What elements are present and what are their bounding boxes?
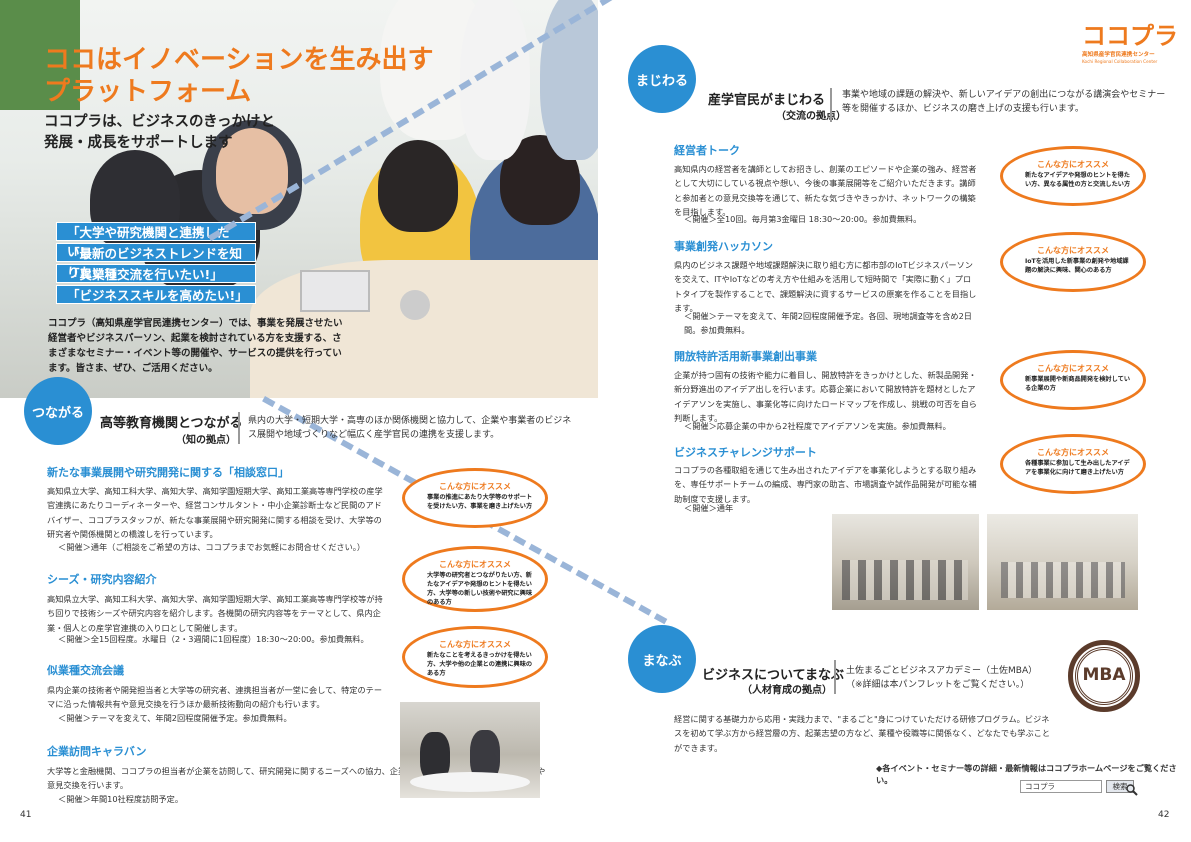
tsunagaru-desc: 県内の大学・短期大学・高専のほか関係機関と協力して、企業や事業者のビジネス展開や… bbox=[248, 416, 572, 440]
left-section-1-title: 新たな事業展開や研究開発に関する「相談窓口」 bbox=[47, 466, 289, 479]
tsunagaru-circle: つながる bbox=[24, 377, 92, 445]
manabu-divider bbox=[834, 660, 836, 694]
left-section-4-title: 企業訪問キャラバン bbox=[47, 745, 147, 758]
recommend-bubble-3: こんな方にオススメ 新たなことを考えるきっかけを得たい方、大学や他の企業との連携… bbox=[402, 626, 548, 688]
page-number-right: 42 bbox=[1158, 810, 1170, 820]
right-section-3-title: 開放特許活用新事業創出事業 bbox=[674, 350, 817, 363]
page-number-left: 41 bbox=[20, 810, 32, 820]
recommend-bubble-4-title: こんな方にオススメ bbox=[1037, 160, 1109, 169]
logo-en: Kochi Regional Collaboration Center bbox=[1082, 59, 1158, 64]
recommend-bubble-4: こんな方にオススメ 新たなアイデアや発想のヒントを得たい方、異なる属性の方と交流… bbox=[1000, 146, 1146, 206]
logo: ココプラ 高知県産学官民連携センター Kochi Regional Collab… bbox=[1082, 16, 1182, 64]
right-section-3-note: ＜開催＞応募企業の中から2社程度でアイデアソンを実施。参加費無料。 bbox=[684, 421, 951, 431]
tsunagaru-sub: （知の拠点） bbox=[176, 435, 236, 446]
recommend-bubble-3-body: 新たなことを考えるきっかけを得たい方、大学や他の企業との連携に興味のある方 bbox=[427, 652, 533, 677]
subhead-line1: ココプラは、ビジネスのきっかけと bbox=[44, 114, 275, 130]
meeting-photo-left bbox=[400, 702, 540, 798]
recommend-bubble-6-title: こんな方にオススメ bbox=[1037, 364, 1109, 373]
manabu-desc2: （※詳細は本パンフレットをご覧ください。） bbox=[846, 680, 1030, 690]
right-section-4-title: ビジネスチャレンジサポート bbox=[674, 446, 817, 459]
recommend-bubble-7: こんな方にオススメ 各種事業に参加して生み出したアイデアを事業化に向けて磨き上げ… bbox=[1000, 434, 1146, 494]
banner-list: 「大学や研究機関と連携したい!」 「最新のビジネストレンドを知りたい!」 「異業… bbox=[56, 222, 256, 306]
recommend-bubble-1-title: こんな方にオススメ bbox=[439, 482, 511, 491]
recommend-bubble-6-body: 新事業展開や新商品開発を検討している企業の方 bbox=[1025, 376, 1131, 392]
magnifier-icon bbox=[1126, 784, 1138, 796]
majiwaru-sub: （交流の拠点） bbox=[776, 111, 846, 122]
right-section-3-body: 企業が持つ固有の技術や能力に着目し、開放特許をきっかけとした、新製品開発・新分野… bbox=[674, 370, 977, 424]
recommend-bubble-1: こんな方にオススメ 事業の推進にあたり大学等のサポートを受けたい方、事業を磨き上… bbox=[402, 468, 548, 528]
subhead-line2: 発展・成長をサポートします bbox=[44, 135, 233, 151]
recommend-bubble-5-body: IoTを活用した新事業の創発や地域課題の解決に興味、関心のある方 bbox=[1025, 258, 1129, 274]
banner-2: 「最新のビジネストレンドを知りたい!」 bbox=[56, 243, 256, 280]
footnote: ◆各イベント・セミナー等の詳細・最新情報はココプラホームページをご覧ください。 bbox=[876, 763, 1177, 785]
recommend-bubble-4-body: 新たなアイデアや発想のヒントを得たい方、異なる属性の方と交流したい方 bbox=[1025, 172, 1131, 188]
headline-line2: プラットフォーム bbox=[44, 77, 252, 107]
left-section-4-body: 大学等と金融機関、ココプラの担当者が企業を訪問して、研究開発に関するニーズへの協… bbox=[47, 766, 546, 791]
hero-photo bbox=[0, 0, 598, 398]
majiwaru-desc: 事業や地域の課題の解決や、新しいアイデアの創出につながる講演会やセミナー等を開催… bbox=[842, 90, 1166, 114]
mba-badge: MBA bbox=[1068, 640, 1140, 712]
subhead: ココプラは、ビジネスのきっかけと 発展・成長をサポートします bbox=[44, 112, 275, 154]
seminar-photo-1 bbox=[832, 514, 979, 610]
logo-name: ココプラ bbox=[1082, 22, 1178, 50]
intro-text: ココプラ（高知県産学官民連携センター）では、事業を発展させたい経営者やビジネスパ… bbox=[48, 318, 343, 374]
majiwaru-divider bbox=[830, 88, 832, 122]
search-input[interactable]: ココプラ bbox=[1020, 780, 1102, 793]
recommend-bubble-5: こんな方にオススメ IoTを活用した新事業の創発や地域課題の解決に興味、関心のあ… bbox=[1000, 232, 1146, 292]
recommend-bubble-7-title: こんな方にオススメ bbox=[1037, 448, 1109, 457]
recommend-bubble-2: こんな方にオススメ 大学等の研究者とつながりたい方、新たなアイデアや発想のヒント… bbox=[402, 546, 548, 612]
left-section-4-note: ＜開催＞年間10社程度訪問予定。 bbox=[58, 794, 184, 804]
majiwaru-circle: まじわる bbox=[628, 45, 696, 113]
left-section-2-note: ＜開催＞全15回程度。水曜日（2・3週間に1回程度）18:30～20:00。参加… bbox=[58, 634, 369, 644]
right-section-2-body: 県内のビジネス課題や地域課題解決に取り組む方に都市部のIoTビジネスパーソンを交… bbox=[674, 260, 977, 314]
mba-center: MBA bbox=[1082, 665, 1126, 685]
recommend-bubble-2-title: こんな方にオススメ bbox=[439, 560, 511, 569]
right-section-1-title: 経営者トーク bbox=[674, 144, 740, 157]
right-section-2-note: ＜開催＞テーマを変えて、年間2回程度開催予定。各回、現地調査等を含め2日間。参加… bbox=[684, 311, 972, 336]
recommend-bubble-5-title: こんな方にオススメ bbox=[1037, 246, 1109, 255]
tsunagaru-divider bbox=[238, 412, 240, 444]
headline-line1: ココはイノベーションを生み出す bbox=[44, 45, 434, 75]
manabu-body: 経営に関する基礎力から応用・実践力まで、"まるごと"身につけていただける研修プロ… bbox=[674, 714, 1051, 753]
recommend-bubble-1-body: 事業の推進にあたり大学等のサポートを受けたい方、事業を磨き上げたい方 bbox=[427, 494, 533, 510]
banner-3: 「異業種交流を行いたい!」 bbox=[56, 264, 256, 283]
left-section-3-title: 似業種交流会議 bbox=[47, 664, 124, 677]
manabu-circle: まなぶ bbox=[628, 625, 696, 693]
right-section-4-body: ココプラの各種取組を通じて生み出されたアイデアを事業化しようとする取り組みを、専… bbox=[674, 465, 977, 504]
recommend-bubble-7-body: 各種事業に参加して生み出したアイデアを事業化に向けて磨き上げたい方 bbox=[1025, 460, 1130, 476]
recommend-bubble-6: こんな方にオススメ 新事業展開や新商品開発を検討している企業の方 bbox=[1000, 350, 1146, 410]
manabu-sub: （人材育成の拠点） bbox=[742, 685, 832, 696]
left-section-3-body: 県内企業の技術者や開発担当者と大学等の研究者、連携担当者が一堂に会して、特定のテ… bbox=[47, 685, 383, 710]
right-section-1-note: ＜開催＞全10回。毎月第3金曜日 18:30～20:00。参加費無料。 bbox=[684, 214, 922, 224]
right-section-2-title: 事業創発ハッカソン bbox=[674, 240, 773, 253]
left-section-2-body: 高知県立大学、高知工科大学、高知大学、高知学園短期大学、高知工業高等専門学校等が… bbox=[47, 594, 383, 633]
recommend-bubble-3-title: こんな方にオススメ bbox=[439, 640, 511, 649]
manabu-desc1: 土佐まるごとビジネスアカデミー（土佐MBA） bbox=[846, 666, 1038, 676]
left-section-1-note: ＜開催＞通年（ご相談をご希望の方は、ココプラまでお気軽にお問合せください。） bbox=[58, 542, 366, 552]
banner-4: 「ビジネススキルを高めたい!」 bbox=[56, 285, 256, 304]
left-section-3-note: ＜開催＞テーマを変えて、年間2回程度開催予定。参加費無料。 bbox=[58, 713, 292, 723]
left-section-2-title: シーズ・研究内容紹介 bbox=[47, 573, 157, 586]
recommend-bubble-2-body: 大学等の研究者とつながりたい方、新たなアイデアや発想のヒントを得たい方、大学等の… bbox=[427, 572, 533, 606]
right-section-1-body: 高知県内の経営者を講師としてお招きし、創業のエピソードや企業の強み、経営者として… bbox=[674, 164, 977, 218]
majiwaru-title: 産学官民がまじわる bbox=[708, 93, 826, 108]
left-section-1-body: 高知県立大学、高知工科大学、高知大学、高知学園短期大学、高知工業高等専門学校の産… bbox=[47, 486, 383, 540]
seminar-photo-2 bbox=[987, 514, 1138, 610]
right-section-4-note: ＜開催＞通年 bbox=[684, 503, 734, 513]
logo-sub: 高知県産学官民連携センター bbox=[1082, 52, 1155, 58]
manabu-title: ビジネスについてまなぶ bbox=[702, 668, 844, 683]
tsunagaru-title: 高等教育機関とつながる bbox=[100, 416, 243, 431]
headline: ココはイノベーションを生み出す プラットフォーム bbox=[44, 44, 433, 108]
